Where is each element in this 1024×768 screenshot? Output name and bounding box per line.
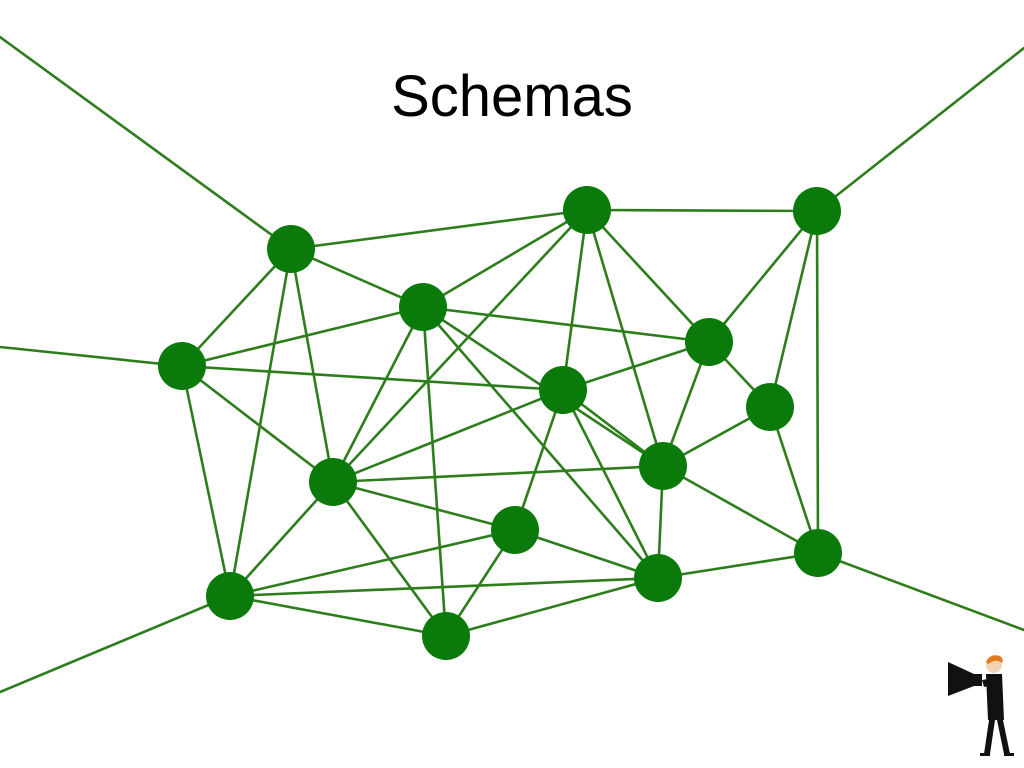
edge-c-l bbox=[815, 209, 820, 555]
edge-g-m bbox=[561, 388, 660, 580]
outer-edge-4 bbox=[815, 46, 1024, 213]
edge-b-g bbox=[561, 208, 589, 392]
edge-d-m bbox=[421, 305, 660, 580]
node-g bbox=[539, 366, 587, 414]
edge-j-n bbox=[228, 480, 335, 598]
edge-i-l bbox=[661, 464, 820, 555]
edge-a-n bbox=[228, 247, 293, 598]
edge-g-k bbox=[513, 388, 565, 532]
edge-d-e bbox=[421, 305, 711, 344]
edge-h-l bbox=[768, 405, 820, 555]
node-i bbox=[639, 442, 687, 490]
edge-m-n bbox=[228, 576, 660, 598]
node-d bbox=[399, 283, 447, 331]
edge-n-o bbox=[228, 594, 448, 638]
edge-c-e bbox=[707, 209, 819, 344]
edge-a-f bbox=[180, 247, 293, 368]
node-e bbox=[685, 318, 733, 366]
node-k bbox=[491, 506, 539, 554]
edge-b-i bbox=[585, 208, 665, 468]
node-b bbox=[563, 186, 611, 234]
edge-f-n bbox=[180, 364, 232, 598]
edge-m-l bbox=[656, 551, 820, 580]
node-c bbox=[793, 187, 841, 235]
network-edges bbox=[0, 35, 1024, 694]
edge-g-e bbox=[561, 340, 711, 392]
outer-edge-2 bbox=[0, 345, 184, 368]
node-n bbox=[206, 572, 254, 620]
edge-d-f bbox=[180, 305, 425, 368]
edge-f-j bbox=[180, 364, 335, 484]
edge-k-n bbox=[228, 528, 517, 598]
edge-b-d bbox=[421, 208, 589, 309]
megaphone-person-icon bbox=[948, 655, 1014, 756]
edge-c-h bbox=[768, 209, 819, 409]
outer-edge-3 bbox=[0, 594, 232, 694]
outer-edge-5 bbox=[816, 551, 1024, 632]
node-a bbox=[267, 225, 315, 273]
edge-k-m bbox=[513, 528, 660, 580]
edge-d-j bbox=[331, 305, 425, 484]
edge-m-o bbox=[444, 576, 660, 638]
node-l bbox=[794, 529, 842, 577]
edge-j-k bbox=[331, 480, 517, 532]
node-j bbox=[309, 458, 357, 506]
node-o bbox=[422, 612, 470, 660]
edge-a-d bbox=[289, 247, 425, 309]
node-h bbox=[746, 383, 794, 431]
edge-g-j bbox=[331, 388, 565, 484]
node-f bbox=[158, 342, 206, 390]
edge-b-j bbox=[331, 208, 589, 484]
edge-b-c bbox=[585, 208, 819, 213]
edge-a-j bbox=[289, 247, 335, 484]
outer-edge-1 bbox=[0, 35, 293, 251]
edge-i-j bbox=[331, 464, 665, 484]
network-nodes bbox=[158, 186, 842, 660]
edge-f-g bbox=[180, 364, 565, 392]
slide-title: Schemas bbox=[391, 64, 633, 129]
edge-d-o bbox=[421, 305, 448, 638]
edge-a-b bbox=[289, 208, 589, 251]
node-m bbox=[634, 554, 682, 602]
edge-b-e bbox=[585, 208, 711, 344]
